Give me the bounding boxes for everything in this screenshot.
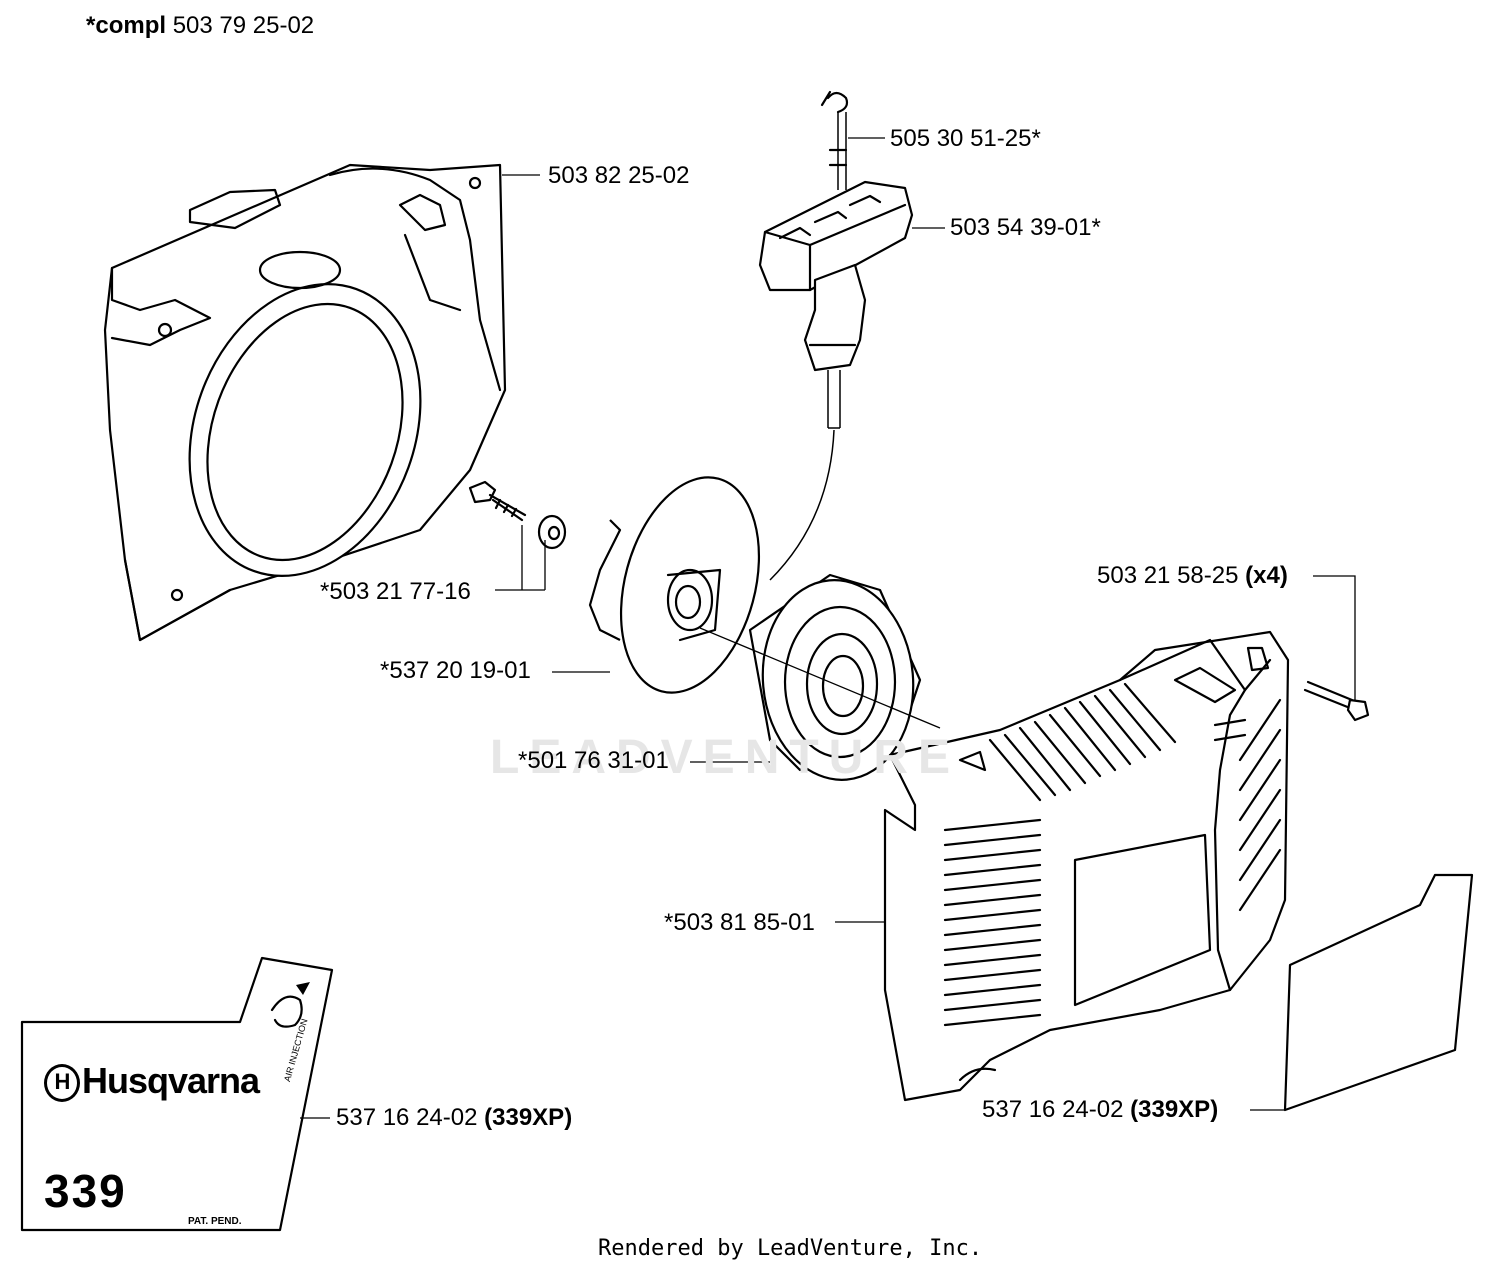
starter-handle-drawing: [758, 90, 914, 581]
decal-right-drawing: [1283, 873, 1474, 1112]
compl-part-number: *compl 503 79 25-02: [86, 12, 315, 39]
label-fan-housing[interactable]: 503 82 25-02: [548, 162, 690, 189]
decal-swirl-icon: [270, 982, 310, 1028]
decal-left-drawing: [20, 956, 334, 1232]
label-starter-handle[interactable]: 503 54 39-01*: [950, 214, 1101, 241]
spring-cassette-drawing: [699, 573, 941, 781]
fan-housing-drawing: [103, 163, 507, 642]
label-cover-screws[interactable]: 503 21 58-25 (x4): [1097, 562, 1288, 589]
decal-pat-text: PAT. PEND.: [188, 1216, 242, 1227]
label-decal-right[interactable]: 537 16 24-02 (339XP): [982, 1096, 1219, 1123]
watermark: LEADVENTURE: [490, 731, 961, 784]
label-spring-cassette[interactable]: *501 76 31-01: [518, 747, 669, 774]
pulley-drawing: [588, 476, 761, 694]
footer-rendered-by: Rendered by LeadVenture, Inc.: [598, 1236, 983, 1261]
cover-screw-drawing: [1303, 680, 1370, 722]
screw-washer-drawing: [468, 480, 567, 550]
label-starter-cover[interactable]: *503 81 85-01: [664, 909, 815, 936]
starter-cover-drawing: [883, 630, 1290, 1102]
label-screw-washer[interactable]: *503 21 77-16: [320, 578, 471, 605]
label-pulley[interactable]: *537 20 19-01: [380, 657, 531, 684]
husqvarna-logo-icon: H: [44, 1064, 80, 1103]
decal-model-text: 339: [44, 1165, 127, 1217]
label-starter-rope[interactable]: 505 30 51-25*: [890, 125, 1041, 152]
cover-vents: [943, 682, 1282, 1027]
leader-lines: [300, 137, 1356, 1119]
label-decal-left[interactable]: 537 16 24-02 (339XP): [336, 1104, 573, 1131]
